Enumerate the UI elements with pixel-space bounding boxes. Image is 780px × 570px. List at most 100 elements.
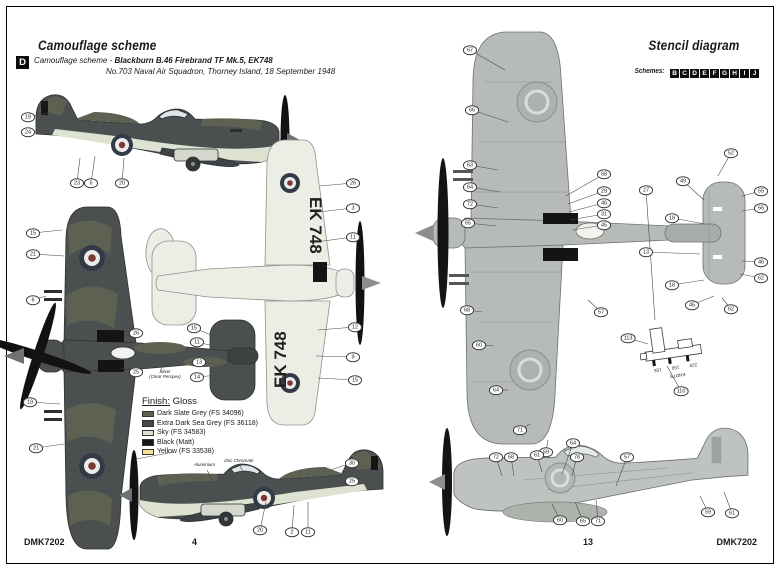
paint-chip xyxy=(142,439,154,446)
finish-value: Gloss xyxy=(172,396,197,407)
ghost-roundel-icon xyxy=(509,349,551,391)
camo-patch xyxy=(66,286,118,328)
propeller xyxy=(442,428,452,536)
caption-line2: No.703 Naval Air Squadron, Thorney Islan… xyxy=(106,66,336,76)
finish-label: Finish: xyxy=(142,396,170,407)
caption-prefix: Camouflage scheme - xyxy=(34,56,115,65)
cowling xyxy=(335,268,355,298)
paint-name: Dark Slate Grey (FS 34096) xyxy=(157,410,244,418)
note-silver-perspex: Silver (Clear Perspex) xyxy=(144,369,186,379)
schemes-label: Schemes: xyxy=(634,67,665,75)
sky-underside xyxy=(52,129,279,162)
ghost-roundel-icon xyxy=(516,81,558,123)
footer-code-left: DMK7202 xyxy=(24,537,65,547)
roundel-icon xyxy=(280,173,300,193)
stencil-mark xyxy=(713,207,722,211)
wing xyxy=(264,300,331,426)
black-walkway xyxy=(97,330,124,342)
scheme-letter-box: D xyxy=(16,56,29,69)
tick xyxy=(652,359,656,367)
upper-surfaces-plan-view xyxy=(0,206,259,550)
black-fin-panel xyxy=(371,456,378,470)
roundel-icon xyxy=(280,373,300,393)
stencil-mark xyxy=(713,255,722,259)
gun-barrels xyxy=(453,178,473,181)
scheme-letter: H xyxy=(730,69,740,78)
note-aluminium: Aluminium xyxy=(194,462,216,467)
gun-barrels xyxy=(44,290,62,293)
speed-label: 155 xyxy=(653,367,662,373)
paint-name: Yellow (FS 33538) xyxy=(157,448,214,456)
tick xyxy=(667,357,672,365)
black-fin-panel xyxy=(41,101,48,115)
note-zinc-chromate: Zinc Chromate xyxy=(224,458,254,463)
legend-rows: Dark Slate Grey (FS 34096)Extra Dark Sea… xyxy=(142,409,272,457)
spinner xyxy=(429,474,445,490)
gun-barrels xyxy=(453,170,473,173)
scheme-caption: D Camouflage scheme - Blackburn B.46 Fir… xyxy=(16,56,335,77)
paint-chip xyxy=(142,448,154,455)
gun-barrels xyxy=(44,298,62,301)
note-perspex: (Clear Perspex) xyxy=(149,374,181,379)
scheme-letter: B xyxy=(670,69,680,78)
paint-chip xyxy=(142,420,154,427)
camo-patch xyxy=(68,490,112,526)
page-number-right: 13 xyxy=(583,537,594,547)
propeller xyxy=(437,158,449,308)
spinner xyxy=(362,276,381,290)
paint-name: Sky (FS 34583) xyxy=(157,429,206,437)
spinner xyxy=(119,488,132,502)
gun-barrels xyxy=(449,282,469,285)
paint-chip xyxy=(142,429,154,436)
gun-barrels xyxy=(449,274,469,277)
roundel-icon xyxy=(79,453,105,479)
paint-legend: Finish: Gloss Dark Slate Grey (FS 34096)… xyxy=(142,396,272,457)
gun-barrels xyxy=(44,410,62,413)
page-number-left: 4 xyxy=(192,537,198,547)
scheme-letter: D xyxy=(690,69,700,78)
scheme-letter: F xyxy=(710,69,720,78)
roundel-icon xyxy=(111,134,133,156)
caption-line1: Camouflage scheme - Blackburn B.46 Fireb… xyxy=(34,56,335,67)
stencil-plan-view xyxy=(415,31,746,445)
camo-patch xyxy=(78,112,140,124)
pitot-fitting xyxy=(677,338,694,349)
scheme-letter: I xyxy=(740,69,750,78)
wheel-hub xyxy=(190,161,196,167)
starboard-wing xyxy=(464,244,564,445)
legend-row: Black (Matt) xyxy=(142,438,272,448)
scheme-letter: C xyxy=(680,69,690,78)
camo-patch xyxy=(66,403,116,444)
note-silver: Silver xyxy=(159,369,171,374)
fuselage xyxy=(453,427,749,512)
black-walkway xyxy=(543,213,578,224)
port-wing xyxy=(470,31,572,222)
wing-serial: EK 748 xyxy=(306,197,325,254)
propeller xyxy=(0,338,92,374)
legend-row: Dark Slate Grey (FS 34096) xyxy=(142,409,272,419)
page-title-stencil: Stencil diagram xyxy=(648,38,740,54)
cockpit xyxy=(575,222,605,240)
pitot-mount xyxy=(649,327,666,354)
underside-plan-view: EK 748 EK 748 xyxy=(145,139,381,426)
propeller xyxy=(355,221,365,345)
legend-title: Finish: Gloss xyxy=(142,396,272,407)
paint-name: Extra Dark Sea Grey (FS 36118) xyxy=(157,419,259,427)
roundel-icon xyxy=(253,487,275,509)
canopy xyxy=(158,109,189,120)
camo-patch xyxy=(201,118,262,131)
knots-label: KNOTS xyxy=(670,372,686,379)
caption-aircraft-title: Blackburn B.46 Firebrand TF Mk.5, EK748 xyxy=(114,56,273,65)
camo-patch xyxy=(134,342,186,354)
fin xyxy=(227,347,259,365)
ghost-roundel-icon xyxy=(544,462,576,494)
camo-patch xyxy=(157,473,218,486)
pitot-tip xyxy=(640,352,648,361)
camo-patch xyxy=(68,220,112,256)
page-title-camouflage: Camouflage scheme xyxy=(38,38,157,54)
paint-chip xyxy=(142,410,154,417)
black-walkway xyxy=(543,248,578,261)
torpedo xyxy=(502,501,608,523)
